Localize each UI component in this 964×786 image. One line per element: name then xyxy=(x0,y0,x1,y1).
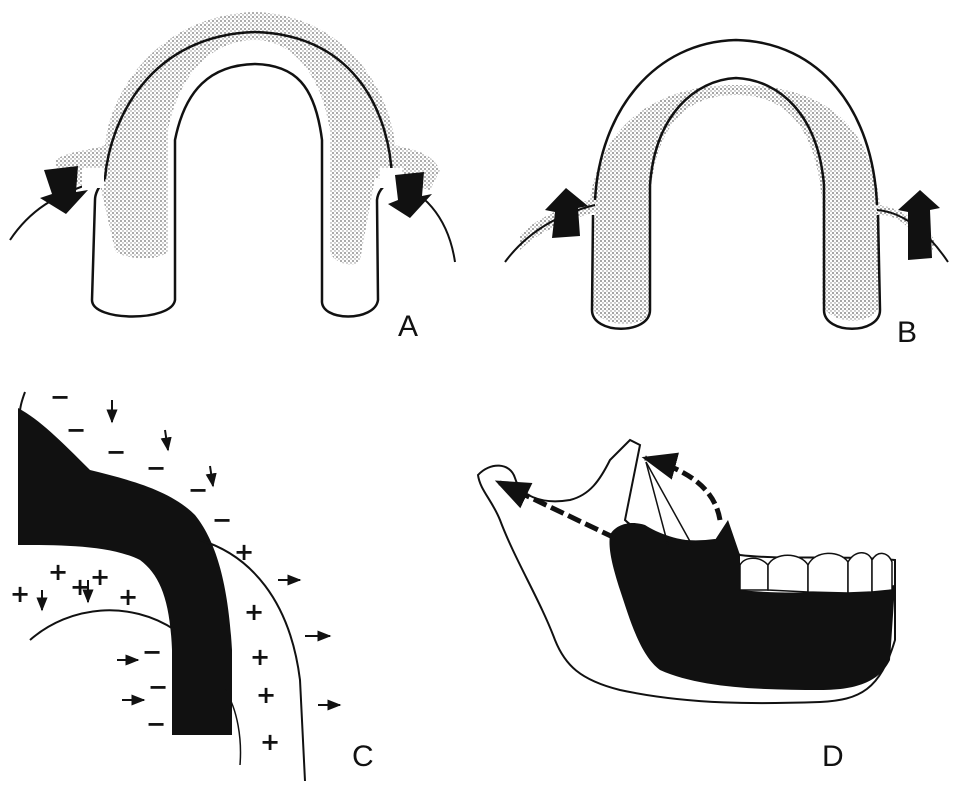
panel-c-plus-sign: + xyxy=(90,565,110,589)
panel-c-plus-sign: + xyxy=(260,730,280,754)
panel-c-plus-sign: + xyxy=(70,575,90,599)
panel-c-plus-sign: + xyxy=(10,582,30,606)
panel-c-minus-sign: − xyxy=(106,440,126,464)
panel-a-left-flange-gap xyxy=(82,168,104,188)
panel-c-inner-curve xyxy=(30,610,175,640)
panel-c-down-arrow-3 xyxy=(210,466,213,486)
panel-c-top-line xyxy=(20,392,25,412)
panel-c-plus-sign: + xyxy=(118,585,138,609)
panel-c-minus-sign: − xyxy=(148,675,168,699)
panel-c-plus-sign: + xyxy=(244,600,264,624)
panel-d-force-arrow-coronoid xyxy=(645,458,720,520)
panel-d-drawing xyxy=(478,440,895,703)
panel-c-minus-sign: − xyxy=(66,418,86,442)
panel-c-plus-sign: + xyxy=(256,683,276,707)
panel-c-minus-sign: − xyxy=(146,712,166,736)
panel-b-label: B xyxy=(897,318,917,348)
panel-c-down-arrow-2 xyxy=(165,430,168,450)
panel-c-drawing xyxy=(18,392,340,781)
panel-b-right-up-arrow xyxy=(898,190,940,260)
panel-c-plus-sign: + xyxy=(234,540,254,564)
panel-c-plus-sign: + xyxy=(48,560,68,584)
panel-c-minus-sign: − xyxy=(142,640,162,664)
panel-c-minus-sign: − xyxy=(146,456,166,480)
panel-c-minus-sign: − xyxy=(188,478,208,502)
panel-a-drawing xyxy=(10,12,455,317)
panel-d-label: D xyxy=(822,742,844,772)
panel-b-drawing xyxy=(505,40,948,329)
panel-c-label: C xyxy=(352,742,374,772)
panel-c-minus-sign: − xyxy=(50,385,70,409)
panel-c-plus-sign: + xyxy=(250,645,270,669)
panel-c-minus-sign: − xyxy=(212,508,232,532)
panel-a-label: A xyxy=(398,312,418,342)
